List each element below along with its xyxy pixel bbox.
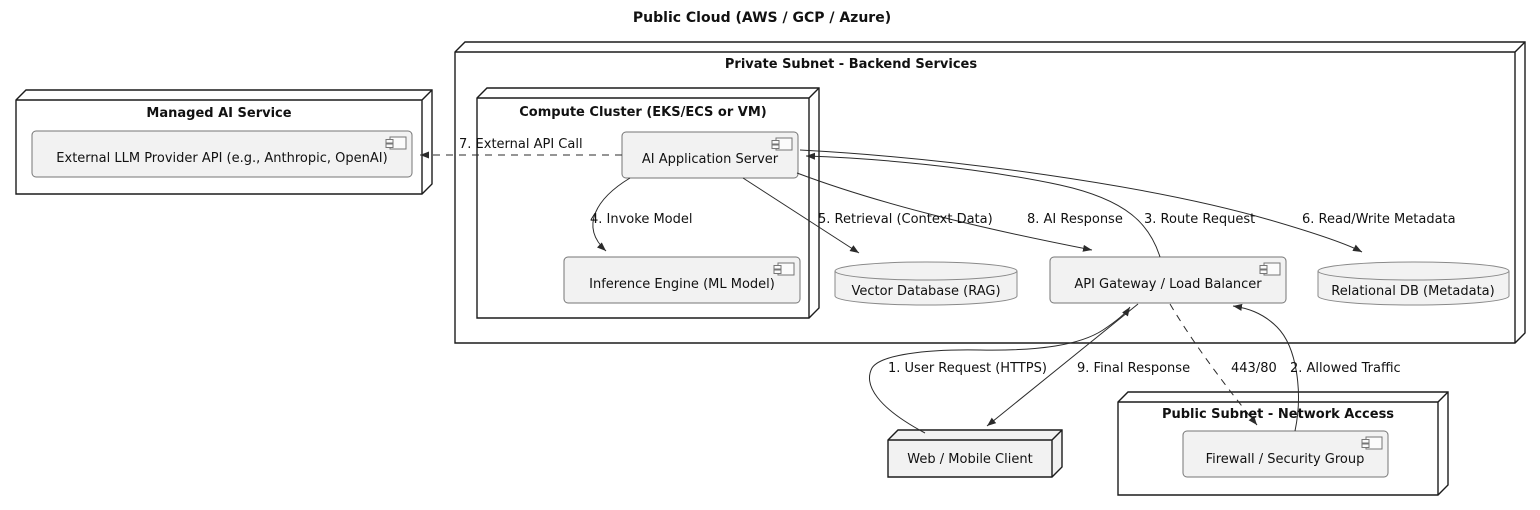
component-api-gateway: API Gateway / Load Balancer (1049, 256, 1287, 304)
component-llm-api-label: External LLM Provider API (e.g., Anthrop… (56, 151, 387, 166)
edge-ai-response (796, 172, 1093, 252)
component-inference-label: Inference Engine (ML Model) (589, 277, 775, 292)
component-firewall: Firewall / Security Group (1182, 430, 1389, 478)
edge-label-retrieval: 5. Retrieval (Context Data) (818, 212, 993, 227)
component-firewall-box (1182, 430, 1389, 478)
edge-read-write-metadata (799, 149, 1363, 253)
node-public-subnet-edges (1118, 391, 1449, 495)
edge-label-port: 443/80 (1231, 361, 1277, 376)
database-relational-label: Relational DB (Metadata) (1331, 284, 1494, 299)
component-llm-api: External LLM Provider API (e.g., Anthrop… (31, 130, 413, 178)
component-icon (385, 136, 407, 150)
edge-port-443-80 (1169, 303, 1258, 426)
edge-label-route-request: 3. Route Request (1144, 212, 1255, 227)
edge-label-external-api-call: 7. External API Call (459, 137, 583, 152)
component-llm-api-box (31, 130, 413, 178)
edge-allowed-traffic (1232, 303, 1299, 432)
component-icon (1361, 436, 1383, 450)
edge-invoke-model (592, 177, 631, 252)
edge-label-invoke-model: 4. Invoke Model (590, 212, 692, 227)
component-gateway-label: API Gateway / Load Balancer (1074, 277, 1262, 292)
node-web-client-edges (888, 429, 1063, 477)
edge-retrieval (742, 177, 860, 254)
database-vector-label: Vector Database (RAG) (851, 284, 1000, 299)
component-gateway-box (1049, 256, 1287, 304)
component-inference-box (563, 256, 801, 304)
node-web-mobile-client: Web / Mobile Client (887, 429, 1063, 478)
node-compute-cluster-title: Compute Cluster (EKS/ECS or VM) (519, 105, 766, 120)
edge-label-ai-response: 8. AI Response (1027, 212, 1123, 227)
edge-label-final-response: 9. Final Response (1077, 361, 1190, 376)
node-web-client-shape (887, 429, 1063, 478)
edge-label-read-write-metadata: 6. Read/Write Metadata (1302, 212, 1456, 227)
edge-label-user-request: 1. User Request (HTTPS) (888, 361, 1047, 376)
node-web-client-label: Web / Mobile Client (907, 452, 1032, 467)
component-icon (1259, 262, 1281, 276)
node-managed-ai-title: Managed AI Service (146, 106, 291, 121)
edge-final-response (986, 303, 1139, 427)
node-managed-ai-edges (16, 89, 433, 194)
edge-user-request (869, 306, 1131, 434)
edge-label-allowed-traffic: 2. Allowed Traffic (1290, 361, 1401, 376)
database-vector-top (834, 261, 1018, 281)
edge-route-request (805, 152, 1161, 258)
node-private-subnet-title: Private Subnet - Backend Services (725, 57, 977, 72)
diagram-title: Public Cloud (AWS / GCP / Azure) (633, 10, 891, 26)
node-private-subnet-edges (455, 41, 1526, 343)
node-public-subnet-title: Public Subnet - Network Access (1162, 407, 1394, 422)
database-vector-db: Vector Database (RAG) (834, 261, 1018, 306)
component-icon (773, 262, 795, 276)
node-compute-cluster-edges (477, 87, 820, 318)
database-relational-db: Relational DB (Metadata) (1317, 261, 1510, 306)
database-vector-body (834, 271, 1018, 306)
database-relational-body (1317, 271, 1510, 306)
component-firewall-label: Firewall / Security Group (1206, 452, 1365, 467)
component-app-server-label: AI Application Server (642, 152, 779, 167)
database-relational-top (1317, 261, 1510, 281)
component-inference-engine: Inference Engine (ML Model) (563, 256, 801, 304)
component-icon (771, 137, 793, 151)
component-app-server: AI Application Server (621, 131, 799, 179)
